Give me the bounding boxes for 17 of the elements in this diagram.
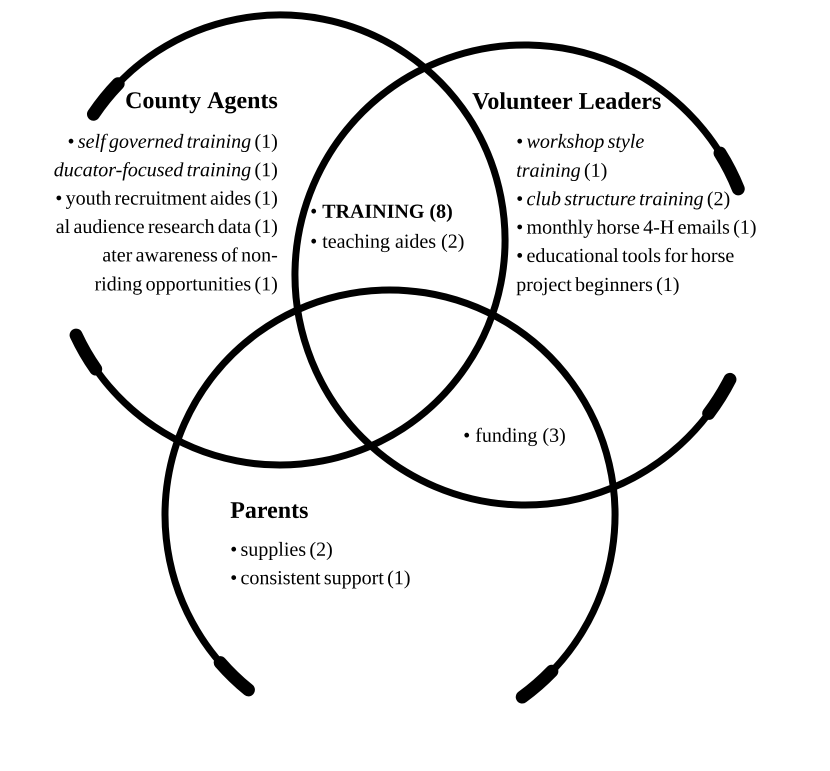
list-item: ater awareness of non-riding opportunities (1)	[94, 247, 278, 295]
overlap-item: • teaching aides (2)	[311, 234, 464, 252]
list-item: • youth recruitment aides (1)	[56, 190, 277, 209]
list-item: • educational tools for horse project beginners (1)	[516, 248, 734, 296]
list-item: • supplies (2)	[231, 542, 332, 560]
group-heading: County Agents	[126, 92, 278, 114]
group-heading: Parents	[230, 502, 308, 518]
list-item: • club structure training (2)	[517, 191, 730, 210]
list-item: al audience research data (1)	[56, 219, 277, 238]
list-item: • workshop style training (1)	[517, 134, 644, 182]
list-item: ducator-focused training (1)	[54, 162, 277, 180]
overlap-item: • TRAINING (8)	[311, 204, 452, 222]
list-item: • consistent support (1)	[231, 570, 410, 588]
overlap-item: • funding (3)	[464, 428, 565, 446]
list-item: • self governed training (1)	[68, 134, 277, 152]
group-heading: Volunteer Leaders	[472, 92, 661, 110]
list-item: • monthly horse 4-H emails (1)	[517, 220, 756, 238]
